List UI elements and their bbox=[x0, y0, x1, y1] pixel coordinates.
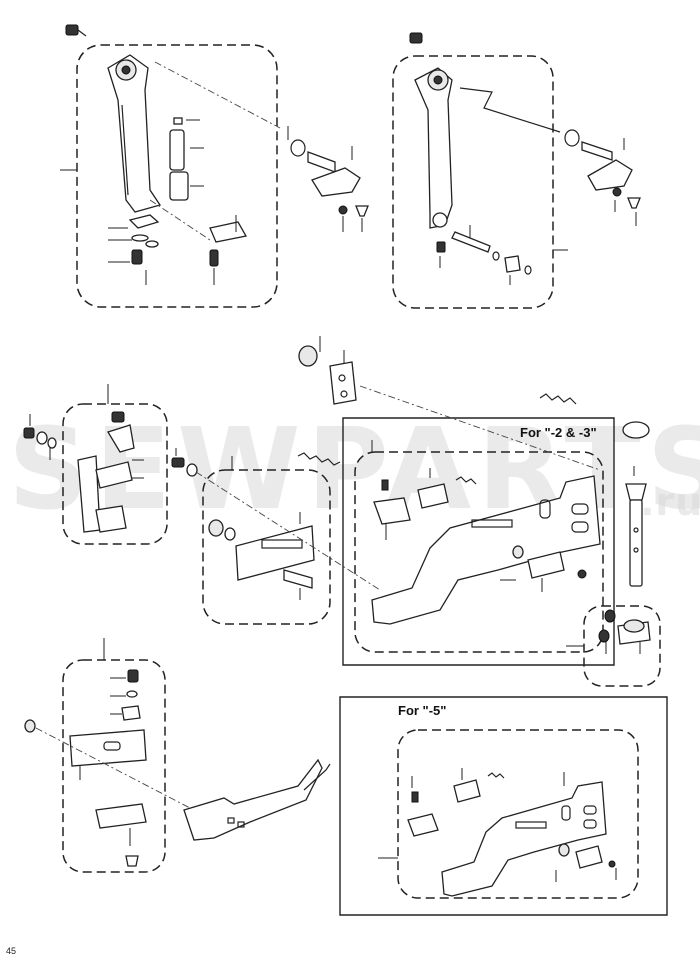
dashed-subassembly-box bbox=[202, 469, 331, 625]
bracket-plate-part bbox=[69, 729, 147, 767]
dashed-subassembly-box bbox=[62, 403, 168, 545]
screw-part bbox=[127, 669, 139, 683]
link-plate-part bbox=[587, 159, 633, 191]
sleeve-part bbox=[504, 255, 521, 273]
group-middle-left-bracket bbox=[23, 384, 168, 545]
watermark-suffix: .ru bbox=[640, 480, 700, 524]
plate-part bbox=[128, 214, 160, 229]
bracket-part bbox=[373, 497, 411, 525]
spring-part bbox=[455, 476, 477, 485]
bracket-part bbox=[77, 455, 101, 533]
rod-part bbox=[629, 499, 643, 587]
feed-frame-part bbox=[441, 781, 607, 897]
shaft-part bbox=[451, 231, 491, 253]
group-collar bbox=[566, 605, 661, 687]
screw-part bbox=[65, 24, 87, 37]
dashed-subassembly-box bbox=[62, 659, 166, 873]
screw-part bbox=[23, 427, 35, 439]
pin-part bbox=[173, 117, 183, 125]
screw-part bbox=[171, 457, 185, 468]
dashed-subassembly-box bbox=[397, 729, 639, 899]
spring-part bbox=[297, 452, 341, 466]
nut-part bbox=[298, 345, 318, 367]
pin-part bbox=[283, 569, 313, 589]
group-variant-5 bbox=[339, 696, 668, 916]
page-number: 45 bbox=[6, 946, 17, 956]
screw-part bbox=[409, 32, 423, 44]
sleeve-part bbox=[169, 171, 189, 201]
lever-arm-part bbox=[414, 67, 453, 229]
dashed-subassembly-box bbox=[354, 451, 604, 653]
variant-frame bbox=[339, 696, 668, 916]
screw-part bbox=[111, 411, 125, 423]
screw-part bbox=[627, 197, 641, 209]
nut-part bbox=[24, 719, 36, 733]
screw-part bbox=[355, 205, 369, 217]
variant-frame bbox=[342, 417, 615, 666]
feed-frame-part bbox=[183, 758, 323, 841]
mount-plate-part bbox=[329, 361, 357, 405]
feed-frame-part bbox=[371, 475, 601, 625]
bolt-part bbox=[131, 249, 143, 265]
stud-shaft-part bbox=[581, 141, 613, 161]
group-variant-2-3 bbox=[195, 336, 650, 666]
link-plate-part bbox=[311, 167, 361, 197]
shaft-part bbox=[169, 129, 185, 171]
stud-shaft-part bbox=[307, 151, 336, 173]
group-top-left-lever bbox=[60, 24, 369, 308]
slide-plate-part bbox=[235, 525, 315, 581]
group-bottom-left bbox=[24, 638, 331, 873]
spring-part bbox=[487, 772, 505, 779]
variant-label-5: For "-5" bbox=[398, 703, 447, 718]
dashed-subassembly-box bbox=[76, 44, 278, 308]
bracket-part bbox=[407, 813, 439, 837]
screw-part bbox=[411, 791, 419, 803]
cap-part bbox=[622, 421, 650, 439]
angle-plate-part bbox=[107, 424, 135, 453]
variant-label-2-3: For "-2 & -3" bbox=[520, 425, 597, 440]
spring-part bbox=[539, 393, 577, 405]
dashed-subassembly-box bbox=[583, 605, 661, 687]
dashed-subassembly-box bbox=[392, 55, 554, 309]
bolt-part bbox=[209, 249, 219, 267]
lever-arm-part bbox=[107, 54, 162, 213]
group-middle-slide-bracket bbox=[171, 448, 341, 625]
clamp-part bbox=[209, 221, 248, 243]
group-top-right-lever bbox=[392, 32, 641, 309]
